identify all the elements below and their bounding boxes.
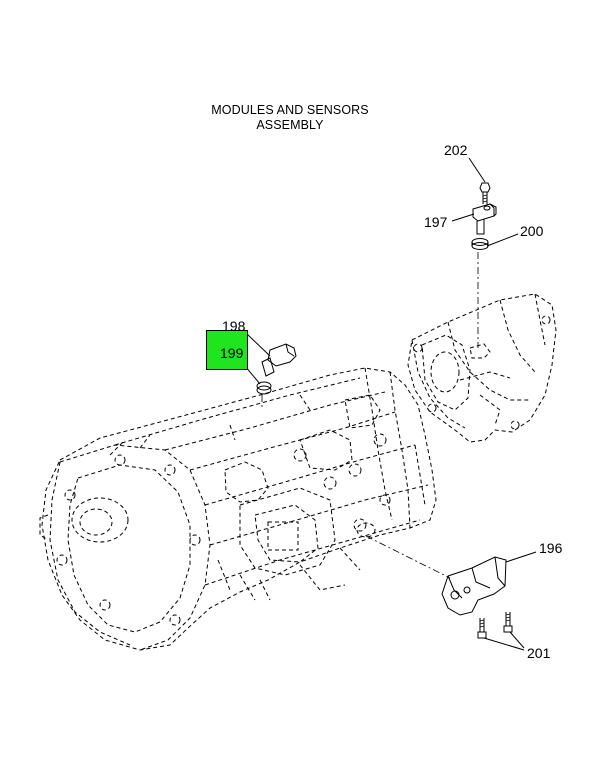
callout-199[interactable]: 199 [220,345,244,361]
callout-200[interactable]: 200 [520,223,544,239]
part-202-bolt [479,182,491,204]
transmission-case [39,367,437,651]
diagram-title: MODULES AND SENSORS [211,103,369,117]
callout-197[interactable]: 197 [424,214,448,230]
part-196-bracket [441,556,507,616]
callout-202[interactable]: 202 [444,142,468,158]
extension-housing [407,293,557,443]
assembly-centerlines [261,252,479,579]
part-200-seal [471,238,489,250]
part-199-seal [256,381,272,395]
callout-199-highlight[interactable]: 199 [206,330,248,370]
callout-201[interactable]: 201 [527,645,551,661]
part-201-bolts [477,612,513,639]
callout-196[interactable]: 196 [539,540,563,556]
part-197-sensor [472,203,497,235]
part-198-sensor [261,343,297,377]
diagram-subtitle: ASSEMBLY [256,118,324,132]
